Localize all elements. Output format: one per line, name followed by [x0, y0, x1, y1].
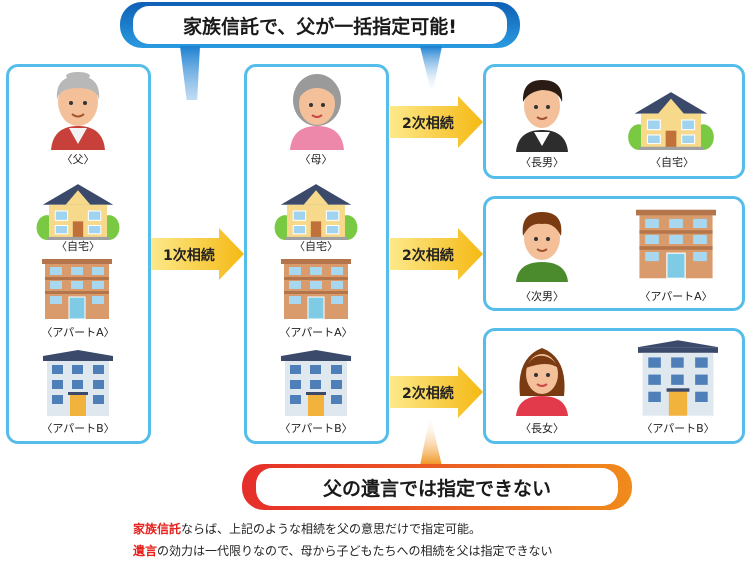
eldest-son-label: 〈長男〉: [520, 156, 564, 169]
top-bubble-text: 家族信託で、父が一括指定可能!: [133, 6, 507, 44]
eldest-son-panel: [483, 64, 745, 179]
second-inheritance-label-2: 2次相続: [402, 248, 454, 264]
mother-house-label: 〈自宅〉: [294, 240, 338, 253]
second-inheritance-label-3: 2次相続: [402, 386, 454, 402]
eldest-daughter-apartment-b-label: 〈アパートB〉: [641, 422, 715, 435]
eldest-daughter-apartment-b-icon: [638, 340, 718, 416]
second-inheritance-arrow-1: [390, 96, 483, 148]
bottom-bubble: 父の遺言では指定できない: [256, 467, 618, 507]
father-icon: [51, 72, 105, 150]
mother-house-icon: [274, 183, 358, 240]
second-inheritance-arrow-2: [390, 228, 483, 280]
father-label: 〈父〉: [61, 153, 95, 166]
second-son-label: 〈次男〉: [520, 290, 564, 303]
footer-line-1-text: ならば、上記のような相続を父の意思だけで指定可能。: [181, 522, 482, 536]
eldest-son-house-label: 〈自宅〉: [650, 156, 694, 169]
top-bubble: 家族信託で、父が一括指定可能!: [133, 5, 507, 45]
first-inheritance-label: 1次相続: [163, 248, 215, 264]
mother-icon: [290, 74, 344, 150]
footer-highlight-will: 遺言: [133, 544, 158, 558]
father-apartment-a-icon: [42, 258, 112, 320]
second-inheritance-arrow-3: [390, 366, 483, 418]
first-inheritance-arrow: [151, 228, 244, 280]
father-house-icon: [36, 183, 120, 240]
eldest-daughter-icon: [516, 348, 568, 416]
second-son-apartment-a-icon: [636, 209, 716, 279]
mother-apartment-a-icon: [281, 258, 351, 320]
footer-line-2-text: の効力は一代限りなので、母から子どもたちへの相続を父は指定できない: [157, 544, 553, 558]
footer-highlight-trust: 家族信託: [133, 522, 182, 536]
mother-label: 〈母〉: [299, 153, 333, 166]
eldest-son-icon: [516, 80, 568, 152]
second-son-apartment-a-label: 〈アパートA〉: [639, 290, 713, 303]
eldest-daughter-label: 〈長女〉: [520, 422, 564, 435]
father-apartment-a-label: 〈アパートA〉: [41, 326, 115, 339]
eldest-son-house-icon: [628, 91, 714, 150]
mother-apartment-b-label: 〈アパートB〉: [279, 422, 353, 435]
father-house-label: 〈自宅〉: [56, 240, 100, 253]
father-apartment-b-label: 〈アパートB〉: [41, 422, 115, 435]
second-inheritance-label-1: 2次相続: [402, 116, 454, 132]
footer-line-1: 家族信託ならば、上記のような相続を父の意思だけで指定可能。: [133, 520, 481, 537]
footer-line-2: 遺言の効力は一代限りなので、母から子どもたちへの相続を父は指定できない: [133, 542, 553, 559]
bottom-bubble-text: 父の遺言では指定できない: [256, 468, 618, 506]
mother-apartment-a-label: 〈アパートA〉: [279, 326, 353, 339]
father-apartment-b-icon: [43, 350, 113, 416]
second-son-icon: [516, 212, 568, 282]
